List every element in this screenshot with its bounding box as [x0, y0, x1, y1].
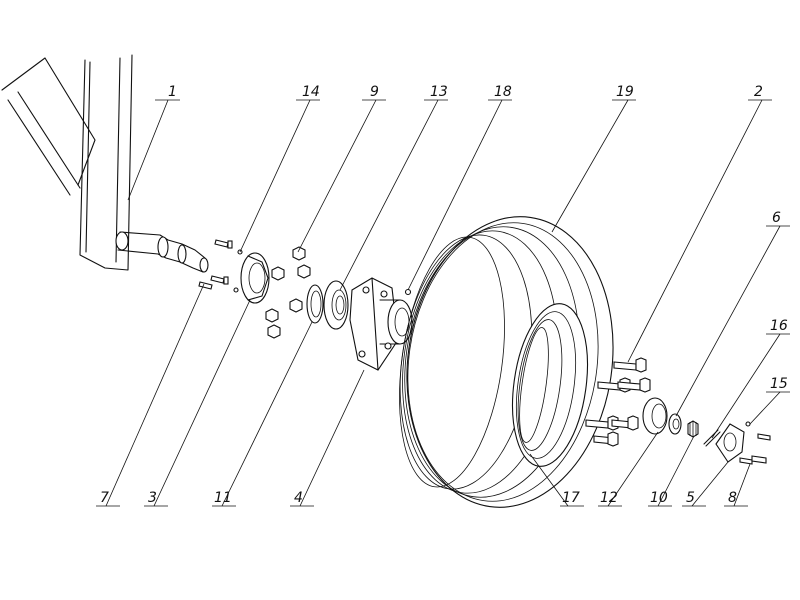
dust-cap-part-5 — [715, 423, 745, 463]
bearing-part-13 — [323, 280, 349, 330]
callout-2: 2 — [754, 84, 763, 100]
callout-10: 10 — [650, 490, 668, 506]
tyre-part-19 — [399, 216, 614, 508]
washer-part-6 — [668, 413, 682, 435]
callout-12: 12 — [600, 490, 618, 506]
callout-1: 1 — [168, 84, 177, 100]
castle-nut-part-10 — [687, 420, 699, 438]
callout-15: 15 — [770, 376, 788, 392]
callout-5: 5 — [686, 490, 695, 506]
callout-labels: 1 14 9 13 18 19 2 6 16 15 7 3 11 4 17 12… — [100, 84, 788, 506]
frame-axle-part — [1, 54, 209, 273]
callout-9: 9 — [370, 84, 379, 100]
callout-19: 19 — [616, 84, 634, 100]
grease-nipple-part-18 — [404, 288, 412, 296]
callout-14: 14 — [302, 84, 320, 100]
callout-8: 8 — [728, 490, 737, 506]
callout-6: 6 — [772, 210, 781, 226]
callout-18: 18 — [494, 84, 512, 100]
callout-3: 3 — [148, 490, 157, 506]
ring-part-11 — [306, 284, 324, 324]
callout-4: 4 — [294, 490, 303, 506]
screws-part-8 — [739, 455, 767, 465]
callout-16: 16 — [770, 318, 788, 334]
screw-part-14 — [198, 239, 243, 293]
leader-lines — [96, 99, 790, 507]
screws-part-15 — [745, 421, 771, 441]
outer-bearing-part-12 — [642, 397, 668, 435]
nuts-part-9 — [265, 246, 311, 339]
callout-7: 7 — [100, 490, 109, 506]
callout-17: 17 — [562, 490, 580, 506]
flange-cap-part-3 — [240, 252, 270, 304]
bolts-part-2 — [585, 357, 651, 447]
callout-11: 11 — [214, 490, 232, 506]
callout-13: 13 — [430, 84, 448, 100]
